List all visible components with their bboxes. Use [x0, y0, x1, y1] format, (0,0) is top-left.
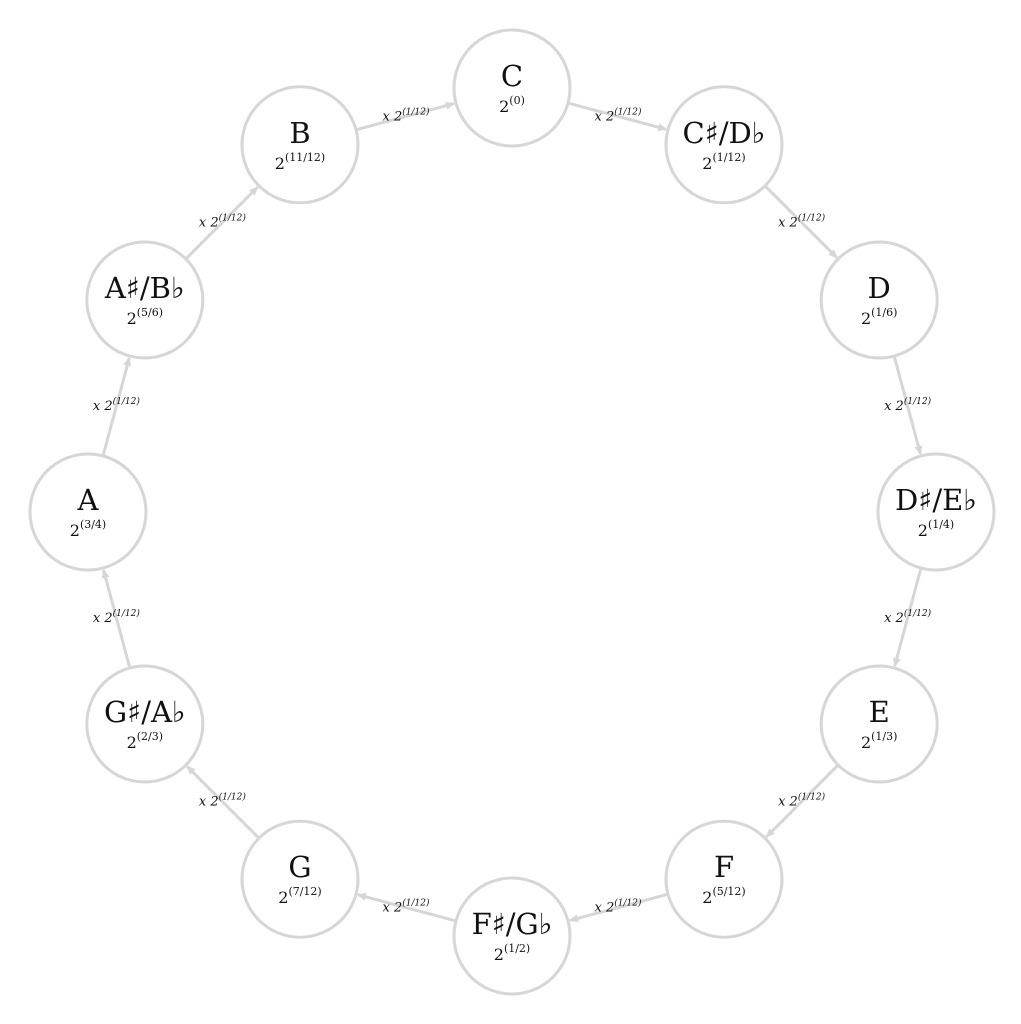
note-circle [819, 664, 939, 784]
edge-e-to-f: x 2(1/12) [765, 764, 839, 838]
edge-arrow [765, 764, 839, 838]
note-frequency-ratio: 2(3/4) [70, 518, 106, 540]
note-name: A [77, 483, 100, 517]
note-name: G [288, 850, 311, 884]
edge-multiplier-label: x 2(1/12) [199, 792, 246, 810]
note-name: E [869, 695, 890, 729]
edge-multiplier-label: x 2(1/12) [595, 106, 642, 124]
note-circle [819, 240, 939, 360]
edge-arrow [892, 568, 923, 668]
edge-arrow [101, 356, 132, 456]
edges-layer: x 2(1/12) x 2(1/12) x 2(1/12) x 2(1/12) x 2(… [93, 101, 932, 923]
note-circle [452, 28, 572, 148]
note-node-e: E2(1/3) [819, 664, 939, 784]
edge-multiplier-label: x 2(1/12) [884, 608, 931, 626]
edge-dsharp-to-e: x 2(1/12) [884, 568, 932, 668]
note-circle [452, 876, 572, 996]
edge-arrow [893, 356, 923, 456]
edge-arrow [764, 185, 838, 259]
edge-multiplier-label: x 2(1/12) [778, 792, 825, 810]
note-circle [85, 240, 205, 360]
note-node-fsharp: F♯/G♭2(1/2) [452, 876, 572, 996]
note-frequency-ratio: 2(1/3) [861, 730, 897, 752]
edge-b-to-c: x 2(1/12) [356, 101, 456, 131]
edge-arrow [186, 765, 260, 839]
note-name: C [501, 59, 523, 93]
note-name: G♯/A♭ [104, 695, 186, 729]
note-frequency-ratio: 2(1/2) [494, 942, 530, 964]
edge-arrow [356, 892, 456, 923]
note-circle [85, 664, 205, 784]
note-frequency-ratio: 2(5/6) [127, 306, 163, 328]
edge-multiplier-label: x 2(1/12) [199, 212, 246, 230]
edge-arrow [185, 186, 259, 260]
note-frequency-ratio: 2(1/6) [861, 306, 897, 328]
note-node-csharp: C♯/D♭2(1/12) [664, 85, 784, 205]
edge-csharp-to-d: x 2(1/12) [764, 185, 838, 259]
note-node-dsharp: D♯/E♭2(1/4) [876, 452, 996, 572]
edge-fsharp-to-g: x 2(1/12) [356, 892, 456, 923]
note-node-asharp: A♯/B♭2(5/6) [85, 240, 205, 360]
edge-gsharp-to-a: x 2(1/12) [93, 568, 140, 668]
note-frequency-ratio: 2(0) [499, 94, 525, 116]
edge-asharp-to-b: x 2(1/12) [185, 186, 259, 260]
edge-arrow [356, 101, 456, 131]
note-frequency-ratio: 2(1/12) [702, 151, 745, 173]
edge-multiplier-label: x 2(1/12) [93, 608, 140, 626]
note-frequency-ratio: 2(5/12) [702, 885, 745, 907]
note-node-a: A2(3/4) [28, 452, 148, 572]
edge-d-to-dsharp: x 2(1/12) [884, 356, 932, 456]
note-node-g: G2(7/12) [240, 819, 360, 939]
edge-multiplier-label: x 2(1/12) [884, 396, 931, 414]
note-circle [664, 85, 784, 205]
note-circle [664, 819, 784, 939]
note-name: A♯/B♭ [104, 271, 185, 305]
edge-a-to-asharp: x 2(1/12) [93, 356, 140, 456]
edge-arrow [568, 101, 668, 132]
edge-multiplier-label: x 2(1/12) [383, 898, 430, 916]
note-name: C♯/D♭ [683, 116, 766, 150]
note-name: B [289, 116, 310, 150]
edge-multiplier-label: x 2(1/12) [383, 106, 430, 124]
edge-arrow [101, 568, 131, 668]
note-name: D♯/E♭ [895, 483, 977, 517]
note-circle [240, 85, 360, 205]
edge-f-to-fsharp: x 2(1/12) [568, 893, 668, 923]
note-frequency-ratio: 2(7/12) [278, 885, 321, 907]
edge-c-to-csharp: x 2(1/12) [568, 101, 668, 132]
note-name: D [868, 271, 891, 305]
note-frequency-ratio: 2(11/12) [275, 151, 325, 173]
note-frequency-ratio: 2(1/4) [918, 518, 954, 540]
edge-multiplier-label: x 2(1/12) [778, 212, 825, 230]
note-node-b: B2(11/12) [240, 85, 360, 205]
note-name: F [714, 850, 734, 884]
edge-arrow [568, 893, 668, 923]
note-circle [240, 819, 360, 939]
note-node-c: C2(0) [452, 28, 572, 148]
note-node-d: D2(1/6) [819, 240, 939, 360]
note-circle [876, 452, 996, 572]
note-circle [28, 452, 148, 572]
notes-layer: C2(0)C♯/D♭2(1/12)D2(1/6)D♯/E♭2(1/4)E2(1/… [28, 28, 996, 996]
note-frequency-ratio: 2(2/3) [127, 730, 163, 752]
note-node-gsharp: G♯/A♭2(2/3) [85, 664, 205, 784]
note-name: F♯/G♭ [472, 907, 553, 941]
edge-multiplier-label: x 2(1/12) [595, 898, 642, 916]
edge-g-to-gsharp: x 2(1/12) [186, 765, 260, 839]
edge-multiplier-label: x 2(1/12) [93, 396, 140, 414]
note-node-f: F2(5/12) [664, 819, 784, 939]
